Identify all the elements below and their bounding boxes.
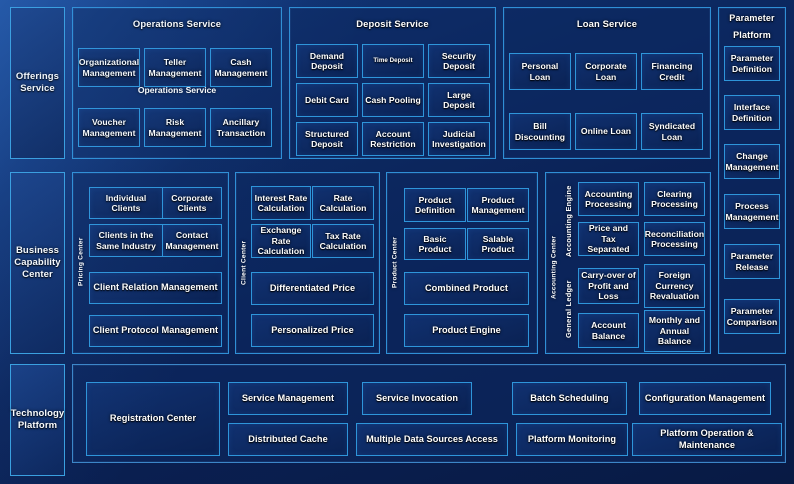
capability-client-protocol-management[interactable]: Client Protocol Management	[89, 315, 222, 347]
capability-parameter-release[interactable]: Parameter Release	[724, 244, 780, 279]
capability-process-management[interactable]: Process Management	[724, 194, 780, 229]
capability-clients-in-the-same-industry[interactable]: Clients in the Same Industry	[89, 224, 163, 257]
capability-large-deposit[interactable]: Large Deposit	[428, 83, 490, 117]
row-label-business-capability-center: Business Capability Center	[10, 172, 65, 354]
subgroup-vlabel-general-ledger: General Ledger	[564, 280, 573, 338]
capability-personalized-price[interactable]: Personalized Price	[251, 314, 374, 347]
capability-configuration-management[interactable]: Configuration Management	[639, 382, 771, 415]
capability-product-engine[interactable]: Product Engine	[404, 314, 529, 347]
capability-security-deposit[interactable]: Security Deposit	[428, 44, 490, 78]
capability-rate-calculation[interactable]: Rate Calculation	[312, 186, 374, 220]
group-subtitle-operations-service: Operations Service	[137, 85, 217, 95]
capability-personal-loan[interactable]: Personal Loan	[509, 53, 571, 90]
capability-service-management[interactable]: Service Management	[228, 382, 348, 415]
row-label-offerings-service: Offerings Service	[10, 7, 65, 159]
capability-interface-definition[interactable]: Interface Definition	[724, 95, 780, 130]
capability-financing-credit[interactable]: Financing Credit	[641, 53, 703, 90]
capability-service-invocation[interactable]: Service Invocation	[362, 382, 472, 415]
group-vlabel-accounting-center: Accounting Center	[550, 235, 558, 299]
capability-organizational-management[interactable]: Organizational Management	[78, 48, 140, 87]
capability-account-balance[interactable]: Account Balance	[578, 313, 639, 348]
capability-contact-management[interactable]: Contact Management	[162, 224, 222, 257]
capability-risk-management[interactable]: Risk Management	[144, 108, 206, 147]
capability-cash-pooling[interactable]: Cash Pooling	[362, 83, 424, 117]
capability-account-restriction[interactable]: Account Restriction	[362, 122, 424, 156]
capability-platform-operation-and-maintenance[interactable]: Platform Operation & Maintenance	[632, 423, 782, 456]
capability-platform-monitoring[interactable]: Platform Monitoring	[516, 423, 628, 456]
parameter-platform-title-line1: Parameter	[729, 13, 775, 23]
capability-syndicated-loan[interactable]: Syndicated Loan	[641, 113, 703, 150]
capability-exchange-rate-calculation[interactable]: Exchange Rate Calculation	[251, 224, 311, 258]
capability-demand-deposit[interactable]: Demand Deposit	[296, 44, 358, 78]
group-vlabel-product-center: Product Center	[391, 236, 399, 289]
capability-interest-rate-calculation[interactable]: Interest Rate Calculation	[251, 186, 311, 220]
capability-voucher-management[interactable]: Voucher Management	[78, 108, 140, 147]
capability-change-management[interactable]: Change Management	[724, 144, 780, 179]
capability-structured-deposit[interactable]: Structured Deposit	[296, 122, 358, 156]
capability-product-definition[interactable]: Product Definition	[404, 188, 466, 222]
capability-multiple-data-sources-access[interactable]: Multiple Data Sources Access	[356, 423, 508, 456]
capability-price-and-tax-separated[interactable]: Price and Tax Separated	[578, 222, 639, 256]
capability-corporate-loan[interactable]: Corporate Loan	[575, 53, 637, 90]
capability-carry-over-of-profit-and-loss[interactable]: Carry-over of Profit and Loss	[578, 268, 639, 304]
capability-batch-scheduling[interactable]: Batch Scheduling	[512, 382, 627, 415]
capability-corporate-clients[interactable]: Corporate Clients	[162, 187, 222, 219]
capability-foreign-currency-revaluation[interactable]: Foreign Currency Revaluation	[644, 264, 705, 308]
row-label-technology-platform: Technology Platform	[10, 364, 65, 476]
capability-cash-management[interactable]: Cash Management	[210, 48, 272, 87]
capability-parameter-definition[interactable]: Parameter Definition	[724, 46, 780, 81]
capability-product-management[interactable]: Product Management	[467, 188, 529, 222]
capability-registration-center[interactable]: Registration Center	[86, 382, 220, 456]
group-title-operations-service: Operations Service	[132, 18, 222, 29]
row-label-business-capability-center-text: Business Capability Center	[14, 245, 61, 280]
capability-monthly-and-annual-balance[interactable]: Monthly and Annual Balance	[644, 310, 705, 352]
capability-debit-card[interactable]: Debit Card	[296, 83, 358, 117]
capability-distributed-cache[interactable]: Distributed Cache	[228, 423, 348, 456]
capability-online-loan[interactable]: Online Loan	[575, 113, 637, 150]
group-title-deposit-service: Deposit Service	[356, 18, 429, 29]
row-label-offerings-service-text: Offerings Service	[15, 71, 60, 94]
capability-differentiated-price[interactable]: Differentiated Price	[251, 272, 374, 305]
capability-parameter-comparison[interactable]: Parameter Comparison	[724, 299, 780, 334]
capability-basic-product[interactable]: Basic Product	[404, 228, 466, 260]
capability-bill-discounting[interactable]: Bill Discounting	[509, 113, 571, 150]
capability-combined-product[interactable]: Combined Product	[404, 272, 529, 305]
subgroup-vlabel-accounting-engine: Accounting Engine	[564, 185, 573, 257]
capability-salable-product[interactable]: Salable Product	[467, 228, 529, 260]
group-vlabel-client-center: Client Center	[240, 240, 248, 285]
parameter-platform-title-line2: Platform	[733, 30, 771, 40]
capability-ancillary-transaction[interactable]: Ancillary Transaction	[210, 108, 272, 147]
capability-teller-management[interactable]: Teller Management	[144, 48, 206, 87]
capability-accounting-processing[interactable]: Accounting Processing	[578, 182, 639, 216]
group-vlabel-pricing-center: Pricing Center	[77, 237, 85, 287]
row-label-technology-platform-text: Technology Platform	[10, 408, 65, 431]
capability-reconciliation-processing[interactable]: Reconciliation Processing	[644, 222, 705, 256]
capability-judicial-investigation[interactable]: Judicial Investigation	[428, 122, 490, 156]
group-title-loan-service: Loan Service	[576, 18, 638, 29]
capability-tax-rate-calculation[interactable]: Tax Rate Calculation	[312, 224, 374, 258]
capability-individual-clients[interactable]: Individual Clients	[89, 187, 163, 219]
capability-time-deposit[interactable]: Time Deposit	[362, 44, 424, 78]
capability-clearing-processing[interactable]: Clearing Processing	[644, 182, 705, 216]
capability-client-relation-management[interactable]: Client Relation Management	[89, 272, 222, 304]
